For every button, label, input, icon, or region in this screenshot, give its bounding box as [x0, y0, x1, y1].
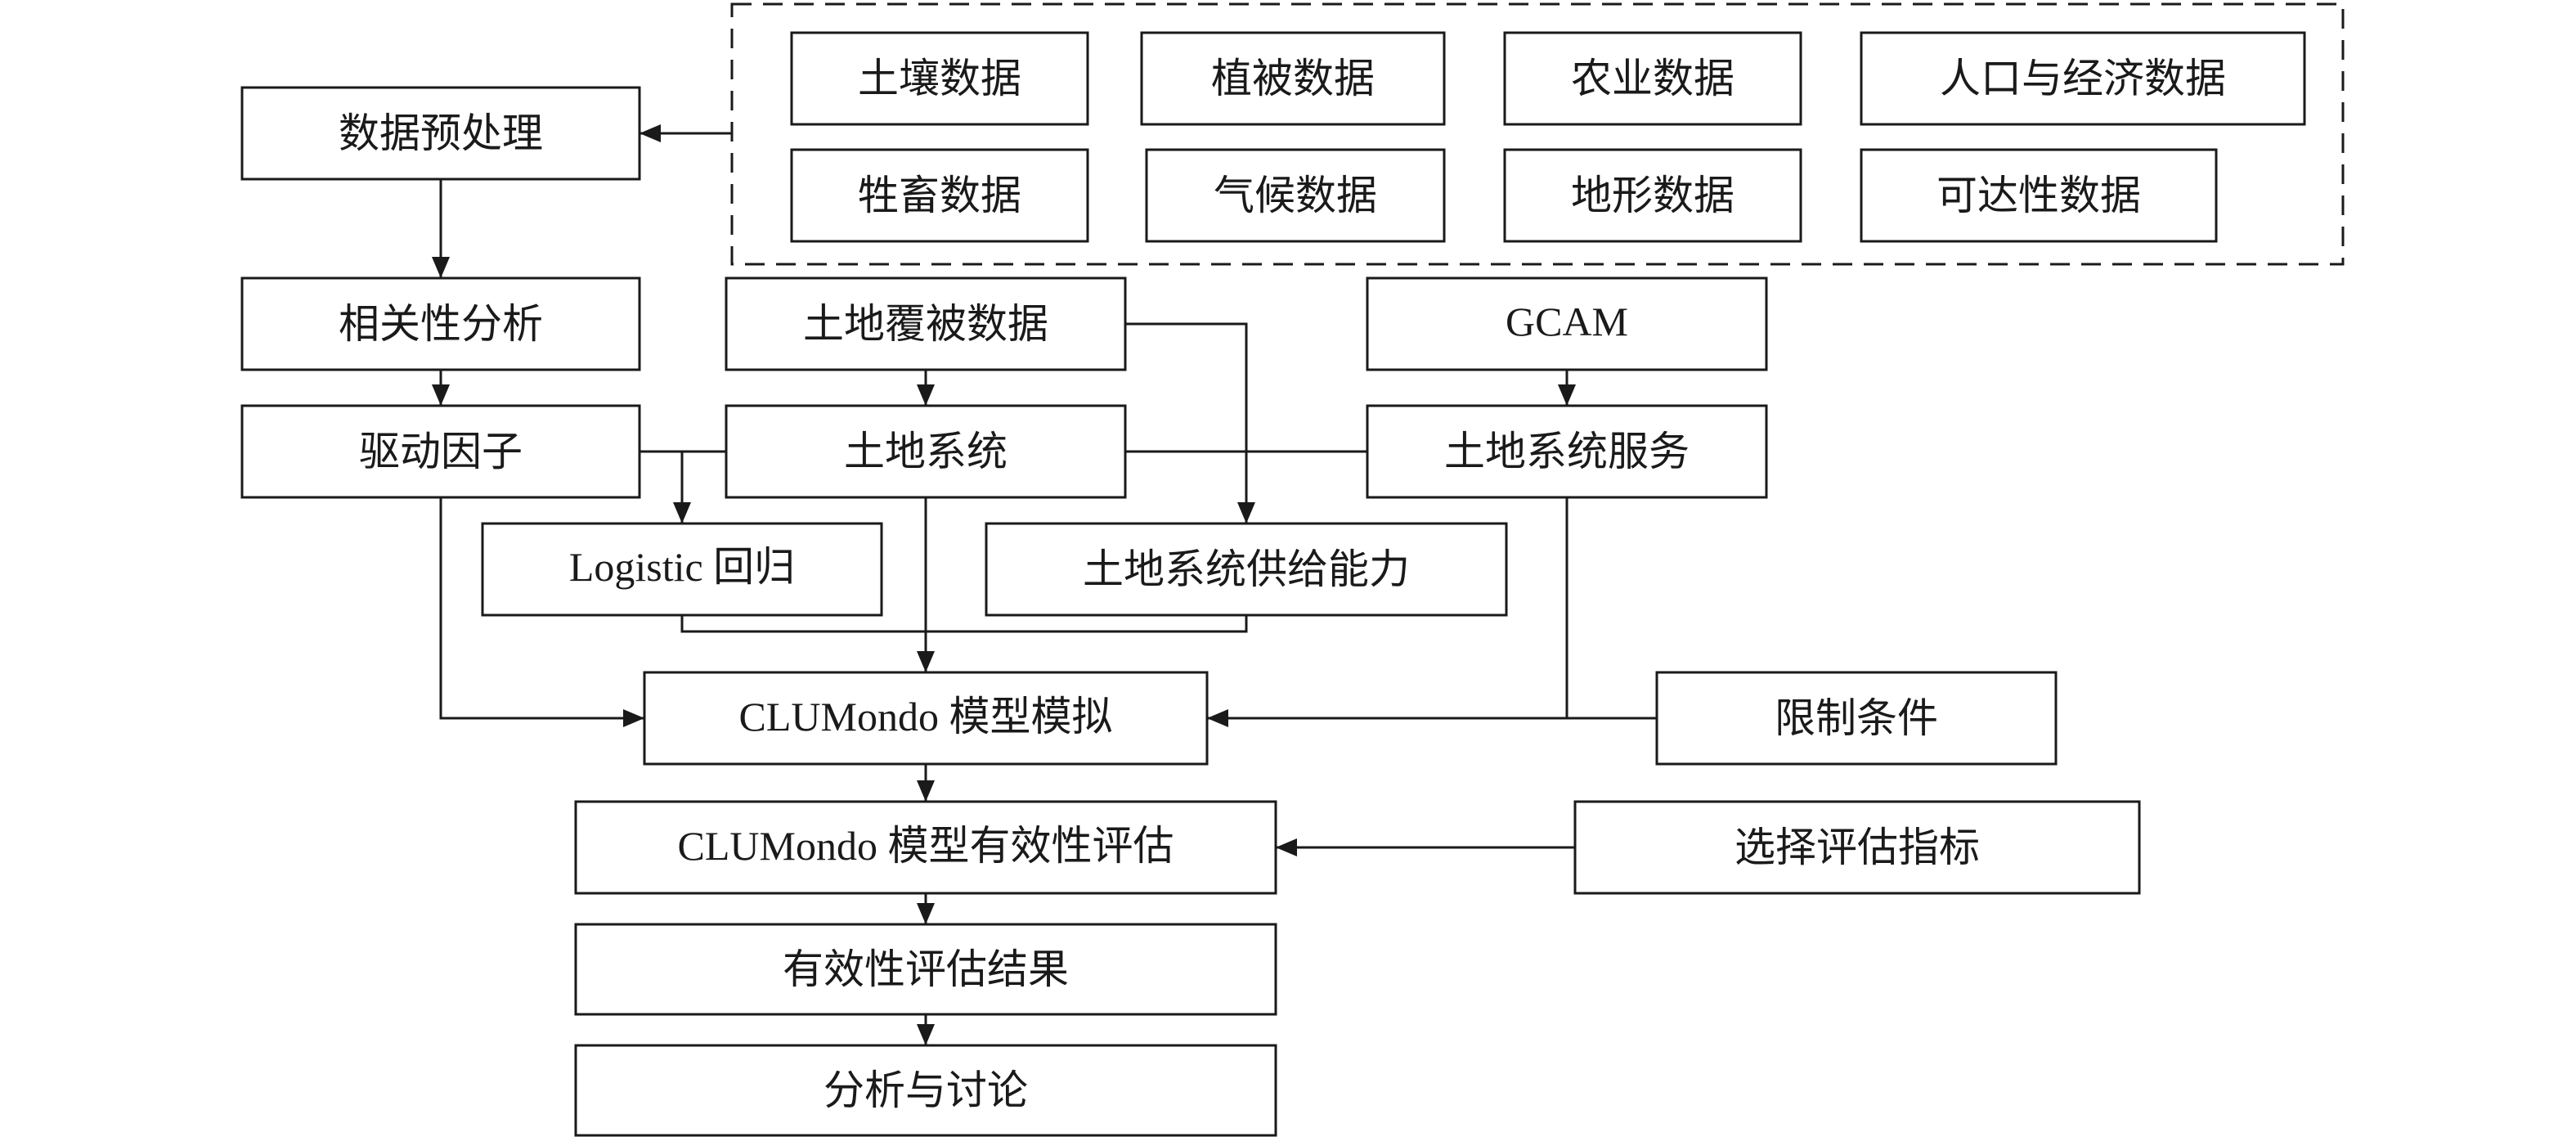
correlation-analysis-box: 相关性分析: [240, 276, 641, 371]
driving-factors-label: 驱动因子: [359, 429, 523, 474]
gcam-box: GCAM: [1366, 276, 1768, 371]
land-system-services-box: 土地系统服务: [1366, 404, 1768, 499]
land-system-box: 土地系统: [725, 404, 1127, 499]
analysis-discussion-label: 分析与讨论: [824, 1067, 1028, 1113]
evaluation-results-box: 有效性评估结果: [574, 923, 1277, 1016]
supply-capacity-box: 土地系统供给能力: [985, 522, 1508, 617]
gcam-label: GCAM: [1506, 299, 1628, 344]
soil-data-label: 土壤数据: [858, 56, 1021, 101]
logistic-regression-box: Logistic 回归: [481, 522, 883, 617]
livestock-data-box: 牲畜数据: [790, 148, 1089, 243]
line-landcover-to-supply: [1125, 322, 1255, 524]
clumondo-evaluation-box: CLUMondo 模型有效性评估: [574, 800, 1277, 895]
population-economy-data-label: 人口与经济数据: [1940, 56, 2226, 101]
land-cover-data-box: 土地覆被数据: [725, 276, 1127, 371]
logistic-regression-label: Logistic 回归: [569, 544, 795, 590]
terrain-data-label: 地形数据: [1571, 173, 1735, 218]
select-indicators-box: 选择评估指标: [1573, 800, 2141, 895]
arrow-driving-to-simulation: [439, 497, 644, 727]
connectors: [432, 124, 1657, 1045]
land-system-label: 土地系统: [844, 429, 1008, 474]
population-economy-data-box: 人口与经济数据: [1860, 31, 2306, 126]
vegetation-data-label: 植被数据: [1211, 56, 1375, 101]
climate-data-box: 气候数据: [1145, 148, 1446, 243]
preprocessing-box: 数据预处理: [240, 86, 641, 181]
constraints-box: 限制条件: [1655, 671, 2058, 766]
correlation-analysis-label: 相关性分析: [339, 301, 543, 347]
clumondo-evaluation-label: CLUMondo 模型有效性评估: [678, 823, 1174, 869]
clumondo-simulation-label: CLUMondo 模型模拟: [739, 694, 1113, 739]
clumondo-simulation-box: CLUMondo 模型模拟: [643, 671, 1209, 766]
land-cover-data-label: 土地覆被数据: [803, 301, 1048, 347]
terrain-data-box: 地形数据: [1503, 148, 1802, 243]
preprocessing-label: 数据预处理: [339, 110, 543, 156]
accessibility-data-label: 可达性数据: [1936, 173, 2141, 218]
soil-data-box: 土壤数据: [790, 31, 1089, 126]
analysis-discussion-box: 分析与讨论: [574, 1044, 1277, 1137]
select-indicators-label: 选择评估指标: [1735, 825, 1980, 870]
vegetation-data-box: 植被数据: [1140, 31, 1446, 126]
livestock-data-label: 牲畜数据: [858, 173, 1021, 218]
line-logistic-supply-merge: [680, 615, 1248, 633]
agriculture-data-label: 农业数据: [1571, 56, 1735, 101]
land-system-services-label: 土地系统服务: [1444, 429, 1690, 474]
accessibility-data-box: 可达性数据: [1860, 148, 2218, 243]
supply-capacity-label: 土地系统供给能力: [1083, 546, 1410, 592]
driving-factors-box: 驱动因子: [240, 404, 641, 499]
agriculture-data-box: 农业数据: [1503, 31, 1802, 126]
evaluation-results-label: 有效性评估结果: [783, 946, 1069, 992]
climate-data-label: 气候数据: [1214, 173, 1377, 218]
constraints-label: 限制条件: [1775, 695, 1938, 741]
